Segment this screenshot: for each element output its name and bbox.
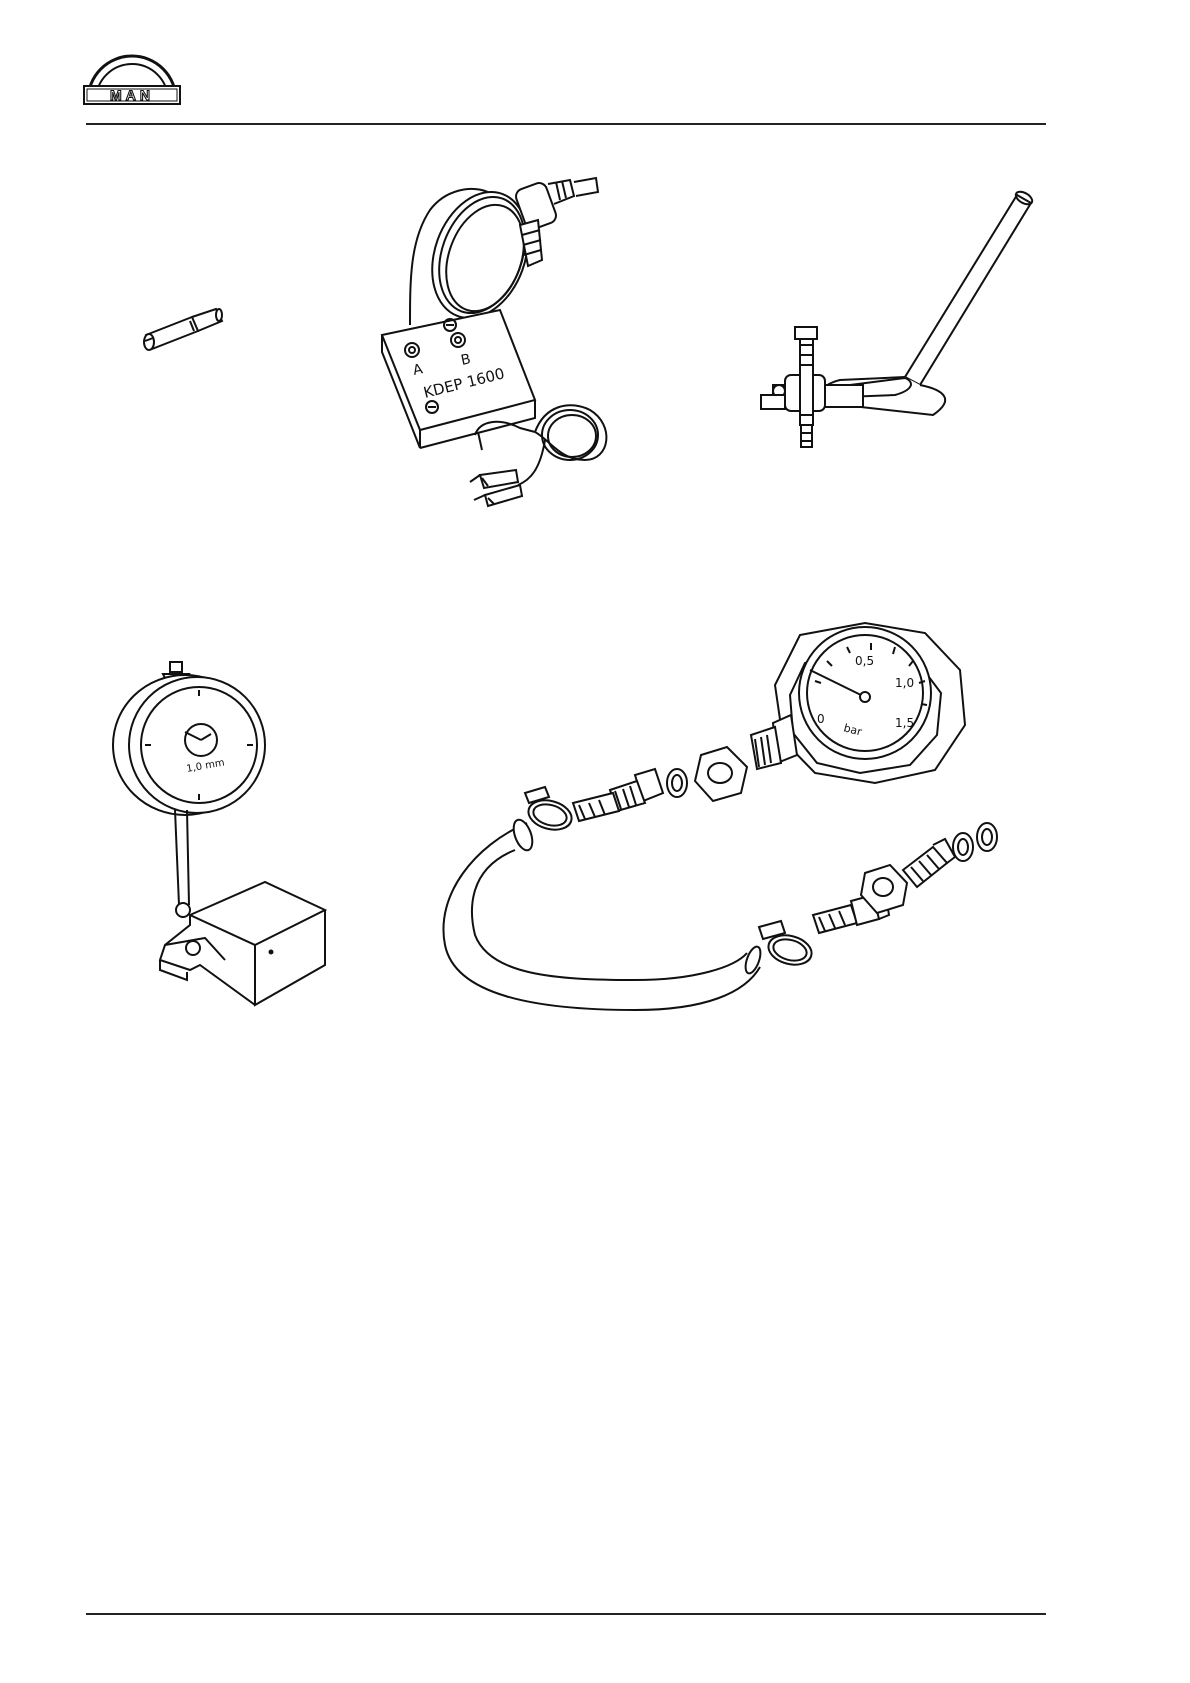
wrench-drawing <box>745 185 1045 470</box>
pressure-gauge-drawing: 0 0,5 1,0 1,5 bar <box>455 615 1035 1140</box>
gauge-scale-10: 1,0 <box>895 676 914 690</box>
footer-rule <box>86 1613 1046 1615</box>
tester-drawing: A B KDEP 1600 <box>370 170 660 575</box>
man-logo: MAN <box>82 44 182 106</box>
gauge-scale-05: 0,5 <box>855 654 874 668</box>
gauge-scale-0: 0 <box>817 712 825 726</box>
pin-tool-drawing <box>140 295 240 370</box>
dial-gauge-drawing: 1,0 mm <box>115 660 345 1025</box>
header-rule <box>86 123 1046 125</box>
gauge-scale-15: 1,5 <box>895 716 914 730</box>
logo-text: MAN <box>110 87 154 103</box>
